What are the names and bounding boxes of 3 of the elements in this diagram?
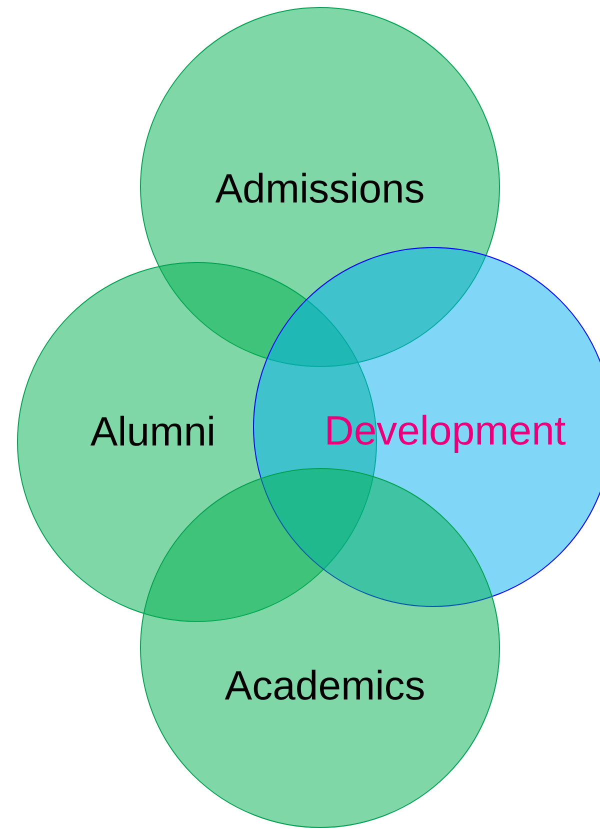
circle-label: Admissions xyxy=(215,166,425,212)
circle-label: Alumni xyxy=(90,408,216,456)
circle-label: Academics xyxy=(224,662,426,710)
